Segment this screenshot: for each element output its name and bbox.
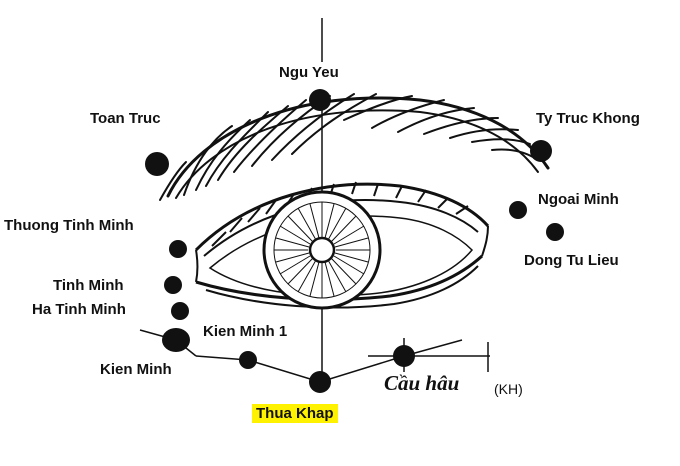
label-cau-hau-abbr: (KH) <box>494 381 523 397</box>
label-dong-tu-lieu: Dong Tu Lieu <box>524 252 619 269</box>
label-kien-minh-1: Kien Minh 1 <box>203 323 288 340</box>
eyebrow <box>159 93 550 201</box>
label-ngu-yeu: Ngu Yeu <box>279 64 339 81</box>
point-dong-tu-lieu[interactable] <box>546 223 564 241</box>
label-kien-minh: Kien Minh <box>100 361 172 378</box>
point-ngu-yeu[interactable] <box>309 89 331 111</box>
label-ty-truc-khong: Ty Truc Khong <box>536 110 640 127</box>
point-ngoai-minh[interactable] <box>509 201 527 219</box>
label-thuong-tinh-minh: Thuong Tinh Minh <box>4 217 134 234</box>
point-tinh-minh[interactable] <box>164 276 182 294</box>
point-cau-hau[interactable] <box>393 345 415 367</box>
iris <box>262 190 382 310</box>
point-toan-truc[interactable] <box>145 152 169 176</box>
point-kien-minh[interactable] <box>162 328 190 352</box>
label-toan-truc: Toan Truc <box>90 110 161 127</box>
label-ngoai-minh: Ngoai Minh <box>538 191 619 208</box>
lower-eyelid <box>195 225 489 309</box>
point-kien-minh-1[interactable] <box>239 351 257 369</box>
point-thuong-tinh-minh[interactable] <box>169 240 187 258</box>
label-thua-khap: Thua Khap <box>252 404 338 423</box>
label-tinh-minh: Tinh Minh <box>53 277 124 294</box>
point-ty-truc-khong[interactable] <box>530 140 552 162</box>
label-ha-tinh-minh: Ha Tinh Minh <box>32 301 126 318</box>
point-thua-khap[interactable] <box>309 371 331 393</box>
pupil <box>308 236 336 264</box>
point-ha-tinh-minh[interactable] <box>171 302 189 320</box>
label-cau-hau: Cầu hâu <box>384 371 460 395</box>
